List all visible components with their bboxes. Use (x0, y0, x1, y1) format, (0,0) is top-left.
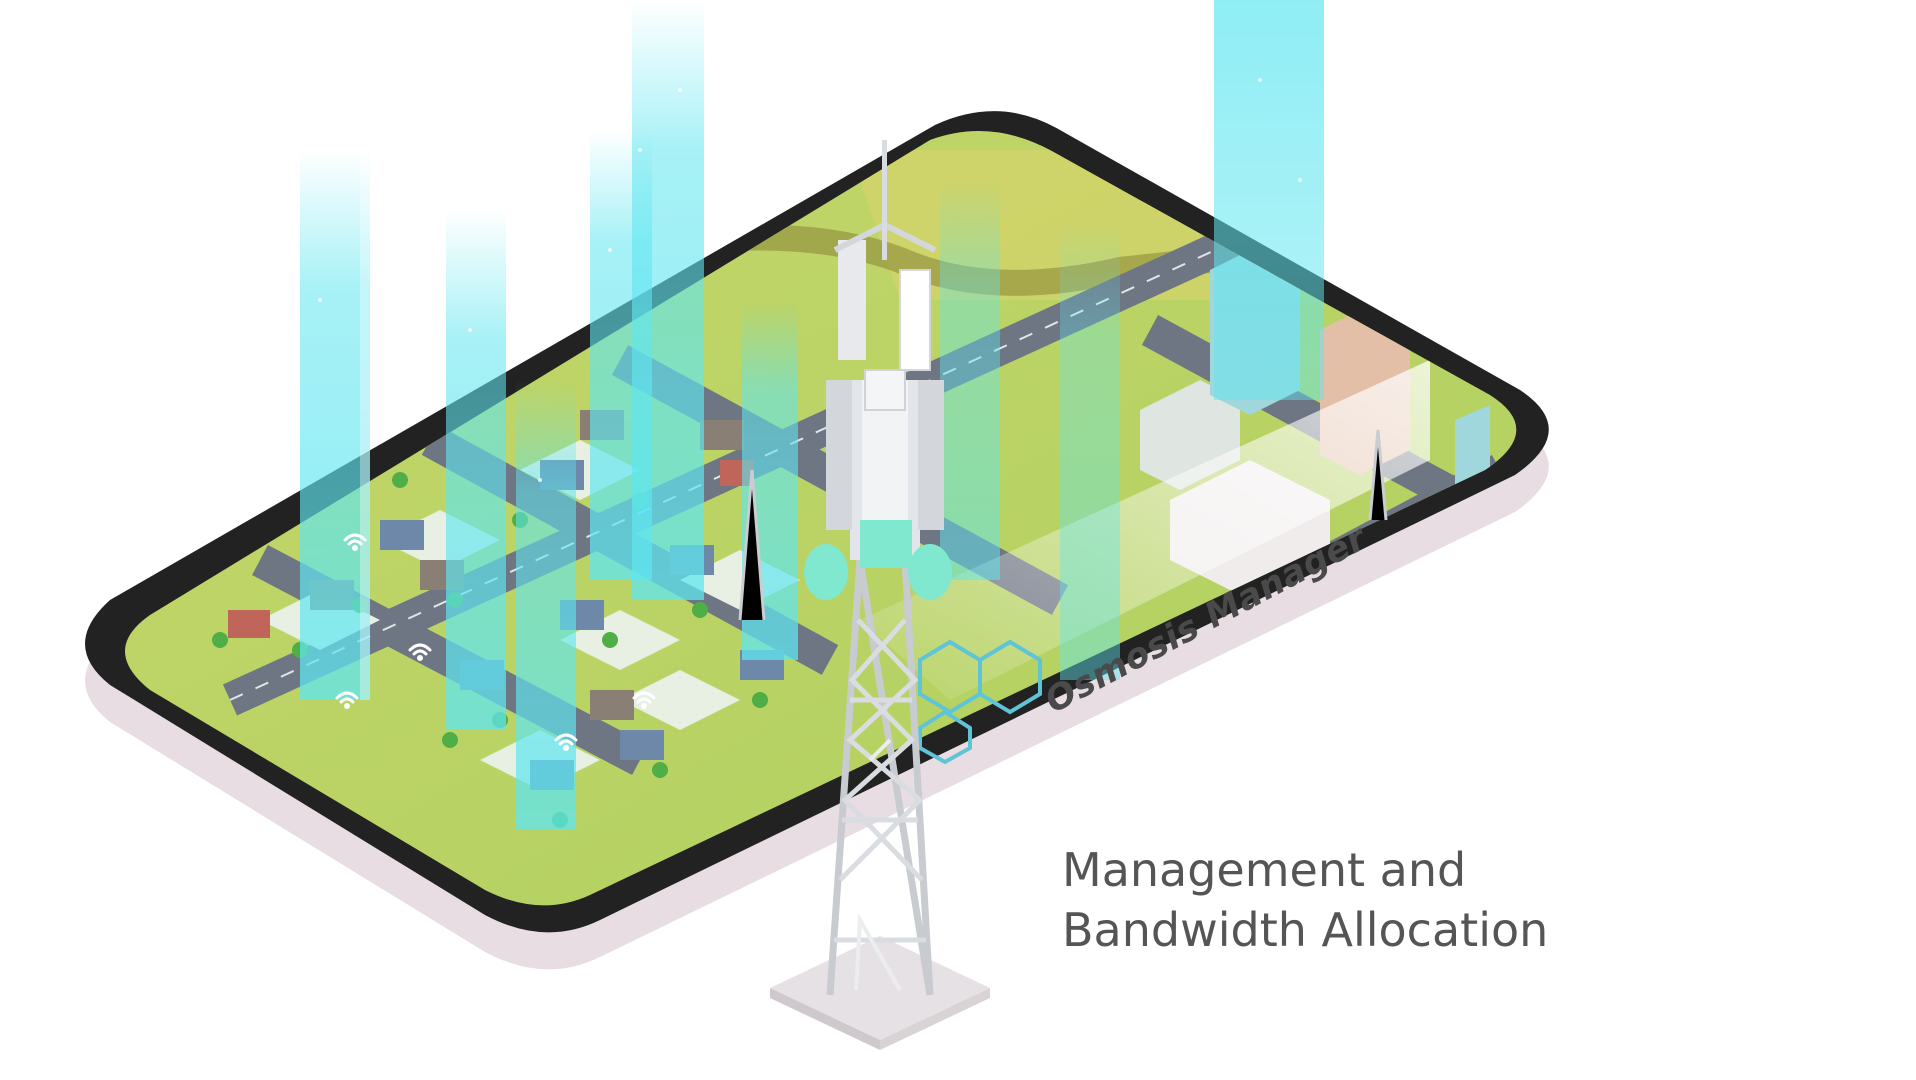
hexagon-network-icon (918, 639, 1042, 765)
wifi-icons (335, 533, 656, 751)
cell-tower-icon (770, 140, 990, 1050)
wifi-icon (554, 733, 578, 751)
wifi-icon (343, 533, 367, 551)
wifi-icon (408, 643, 432, 661)
caption-line-1: Management and (1062, 843, 1467, 897)
small-cell-tower-icon (738, 429, 1388, 621)
signal-beams (300, 0, 1324, 830)
caption-line-2: Bandwidth Allocation (1062, 903, 1549, 957)
wifi-icon (632, 691, 656, 709)
wifi-icon (335, 691, 359, 709)
caption: Management and Bandwidth Allocation (1062, 840, 1622, 960)
